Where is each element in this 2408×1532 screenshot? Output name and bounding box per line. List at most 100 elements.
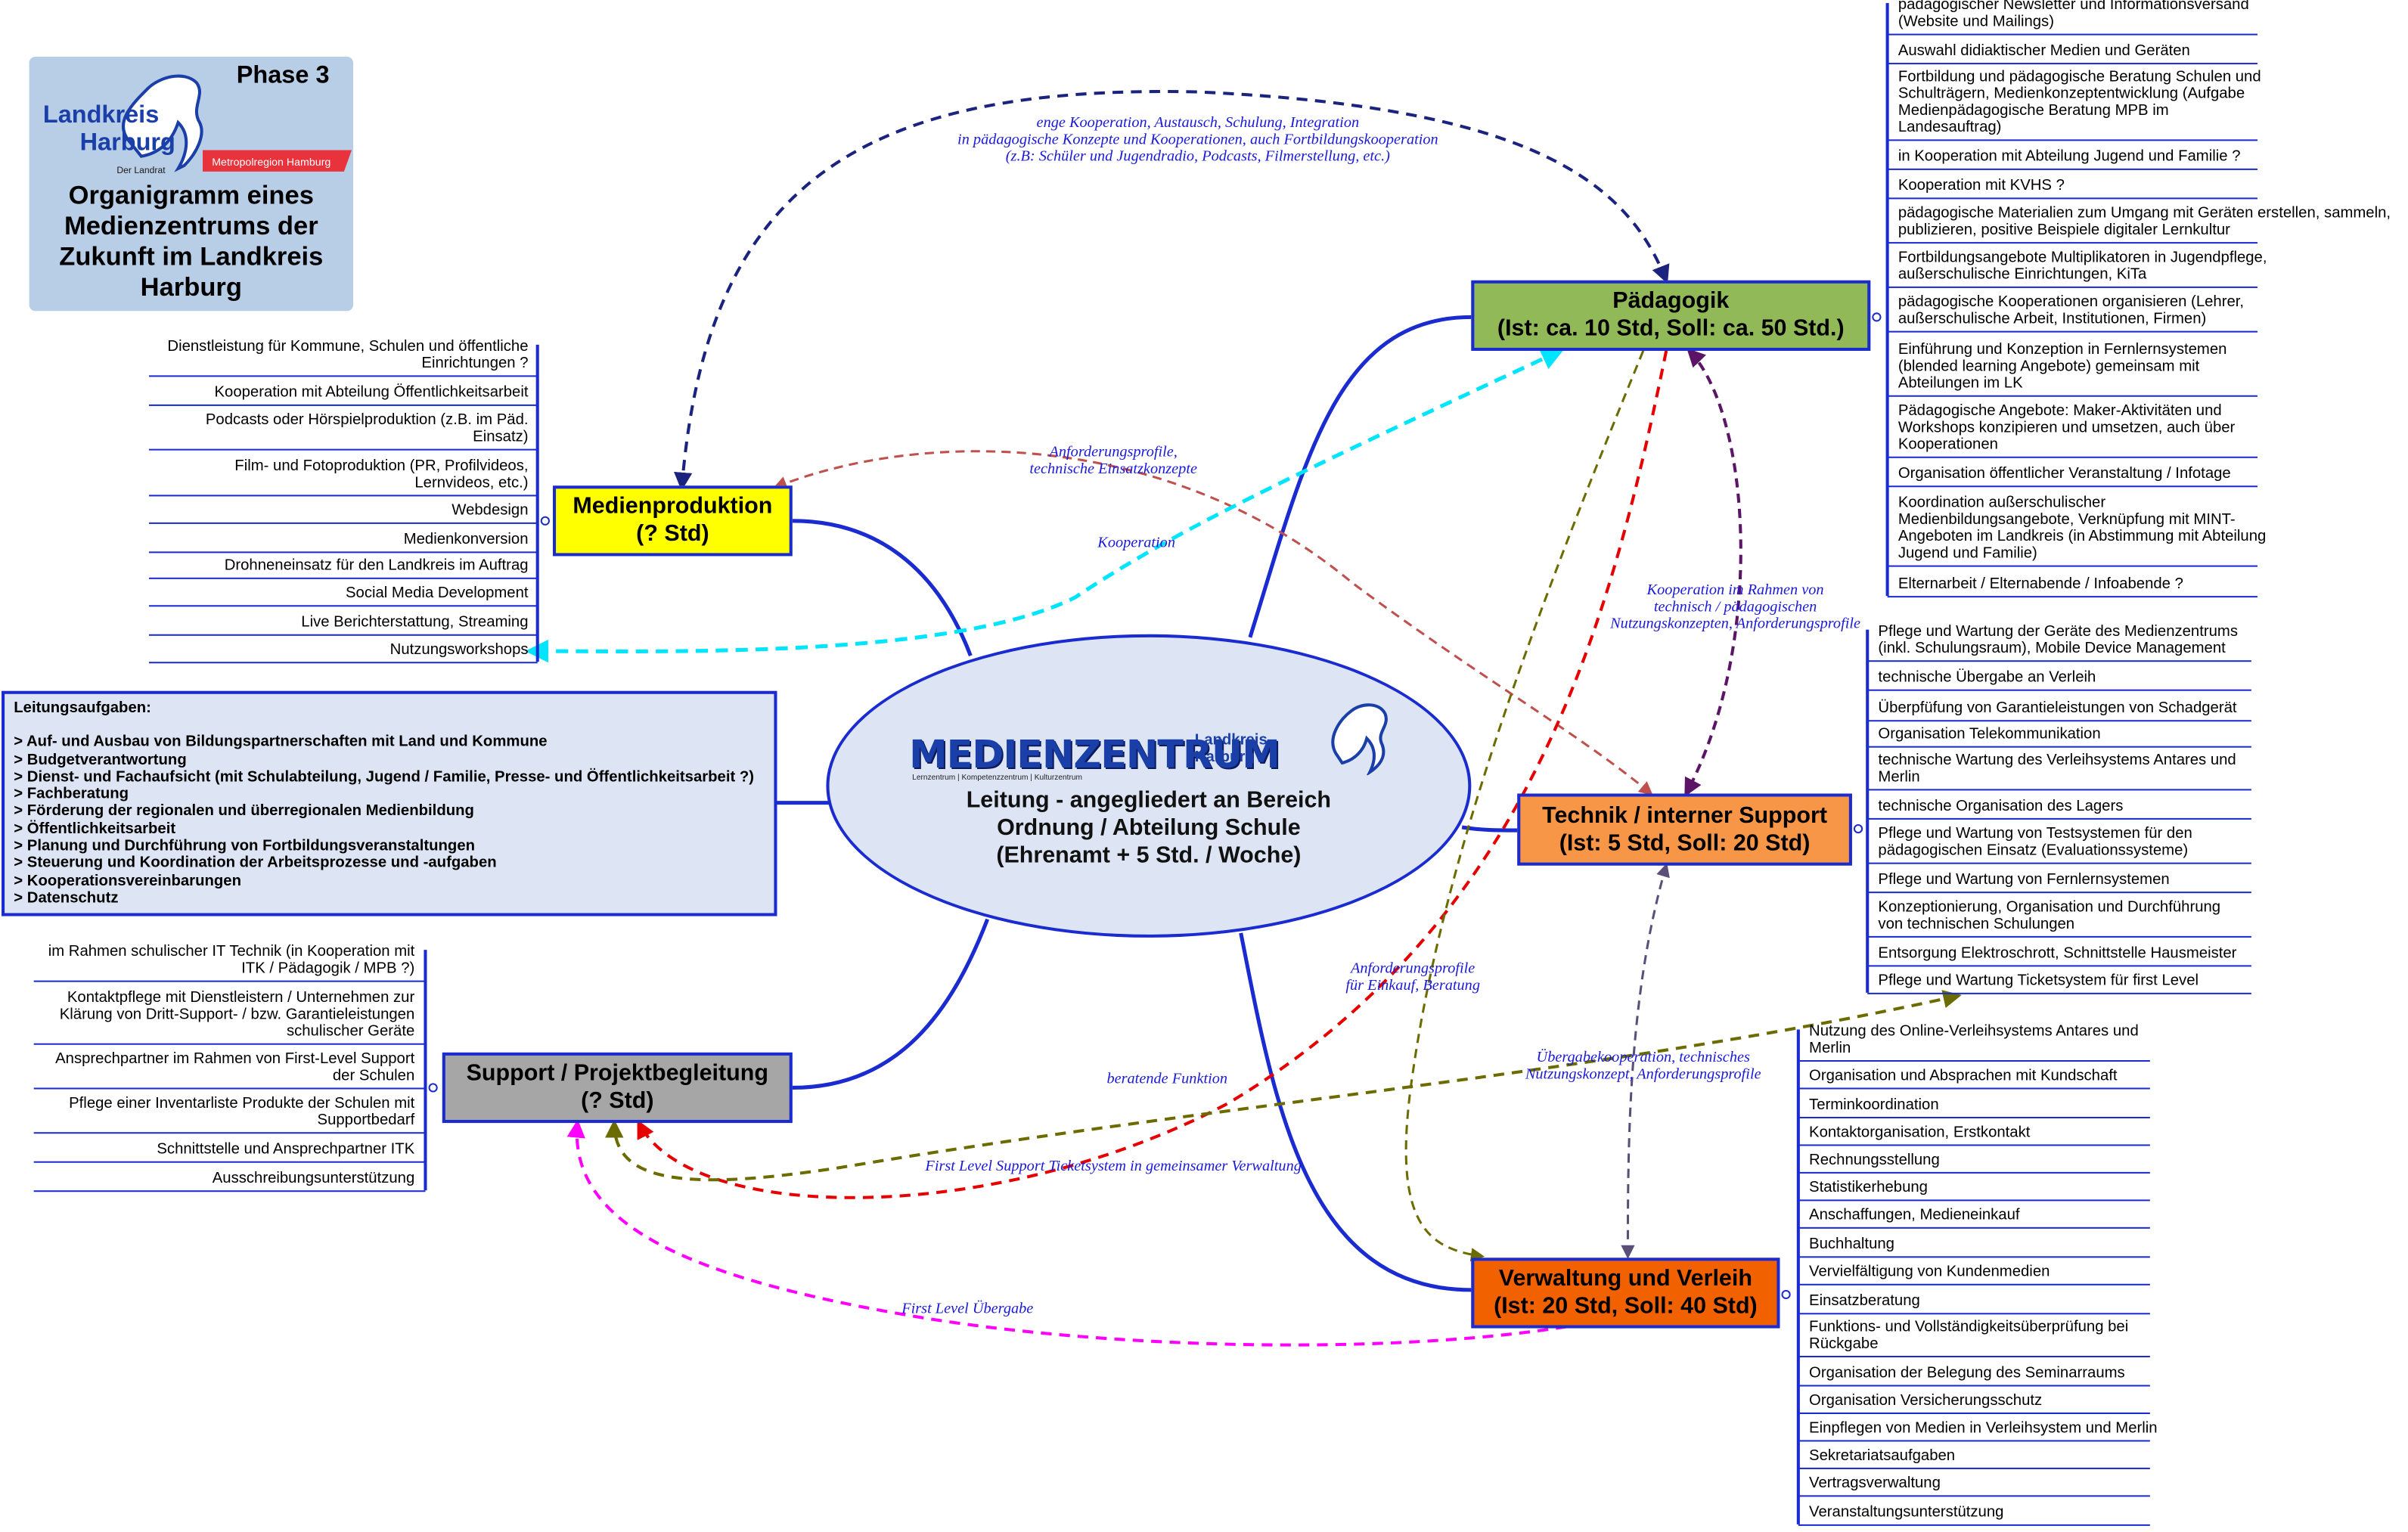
verwaltung-task-item[interactable]: Rechnungsstellung — [1809, 1152, 1940, 1169]
support-task-item[interactable]: Schnittstelle und Ansprechpartner ITK — [157, 1141, 414, 1158]
branch-technik — [1461, 825, 1518, 833]
landkreis-logo: Landkreis Harburg Der Landrat Metropolre… — [43, 74, 352, 175]
paedagogik-task-item[interactable]: Fortbildungsangebote Multiplikatoren in … — [1898, 250, 2267, 284]
verwaltung-task-item[interactable]: Anschaffungen, Medieneinkauf — [1809, 1207, 2019, 1223]
task-underline — [33, 1190, 426, 1192]
technik-task-item[interactable]: Pflege und Wartung von Testsystemen für … — [1878, 826, 2192, 860]
support-task-text: Klärung von Dritt-Support- / bzw. Garant… — [59, 1006, 415, 1024]
task-underline — [148, 577, 538, 579]
technik-task-text: technische Organisation des Lagers — [1878, 798, 2124, 815]
paedagogik-task-item[interactable]: Fortbildung und pädagogische Beratung Sc… — [1898, 69, 2261, 136]
edge-label-beratende: beratende Funktion — [1106, 1071, 1228, 1088]
verwaltung-task-item[interactable]: Funktions- und Vollständigkeitsüberprüfu… — [1809, 1319, 2128, 1353]
verwaltung-task-text: Vertragsverwaltung — [1809, 1475, 1941, 1493]
leitung-item: > Budgetverantwortung — [14, 751, 187, 769]
verwaltung-task-item[interactable]: Nutzung des Online-Verleihsystems Antare… — [1809, 1023, 2139, 1057]
verwaltung-task-text: Vervielfältigung von Kundenmedien — [1809, 1264, 2050, 1281]
technik-task-item[interactable]: technische Übergabe an Verleih — [1878, 669, 2096, 686]
verwaltung-task-text: Organisation der Belegung des Seminarrau… — [1809, 1365, 2125, 1382]
verwaltung-task-item[interactable]: Statistikerhebung — [1809, 1180, 1928, 1196]
verwaltung-task-item[interactable]: Sekretariatsaufgaben — [1809, 1448, 1955, 1465]
verwaltung-task-item[interactable]: Organisation der Belegung des Seminarrau… — [1809, 1365, 2125, 1382]
task-underline — [148, 495, 538, 497]
verwaltung-task-item[interactable]: Veranstaltungsunterstützung — [1809, 1505, 2003, 1521]
paedagogik-task-text: Fortbildungsangebote Multiplikatoren in … — [1898, 250, 2267, 267]
support-task-item[interactable]: im Rahmen schulischer IT Technik (in Koo… — [48, 944, 415, 978]
verwaltung-task-item[interactable]: Einsatzberatung — [1809, 1293, 1920, 1310]
verwaltung-task-text: Statistikerhebung — [1809, 1180, 1928, 1197]
medienproduktion-task-item[interactable]: Medienkonversion — [404, 532, 529, 548]
technik-task-item[interactable]: Überpfüfung von Garantieleistungen von S… — [1878, 700, 2236, 717]
task-underline — [1867, 789, 2251, 791]
medienproduktion-task-item[interactable]: Podcasts oder Hörspielproduktion (z.B. i… — [206, 412, 529, 446]
medienproduktion-task-item[interactable]: Film- und Fotoproduktion (PR, Profilvide… — [234, 458, 528, 492]
technik-task-item[interactable]: Konzeptionierung, Organisation und Durch… — [1878, 899, 2220, 933]
central-title: Leitung - angegliedert an Bereich Ordnun… — [966, 787, 1332, 869]
verwaltung-task-item[interactable]: Terminkoordination — [1809, 1097, 1939, 1114]
technik-task-text: Merlin — [1878, 769, 1920, 786]
task-underline — [1798, 1116, 2150, 1118]
technik-task-text: von technischen Schulungen — [1878, 916, 2075, 933]
branch-support — [792, 918, 990, 1090]
medienproduktion-task-item[interactable]: Kooperation mit Abteilung Öffentlichkeit… — [214, 385, 528, 402]
node-verwaltung[interactable]: Verwaltung und Verleih(Ist: 20 Std, Soll… — [1471, 1258, 1780, 1329]
leitung-item: > Datenschutz — [14, 890, 119, 907]
paedagogik-task-item[interactable]: Auswahl didiaktischer Medien und Geräten — [1898, 43, 2190, 60]
medienproduktion-task-item[interactable]: Nutzungsworkshops — [390, 642, 529, 659]
technik-task-item[interactable]: Pflege und Wartung von Fernlernsystemen — [1878, 872, 2169, 888]
technik-task-item[interactable]: Organisation Telekommunikation — [1878, 726, 2100, 743]
verwaltung-task-item[interactable]: Kontaktorganisation, Erstkontakt — [1809, 1124, 2030, 1141]
paedagogik-task-item[interactable]: pädagogischer Newsletter und Information… — [1898, 0, 2249, 31]
leitungsaufgaben-box[interactable]: Leitungsaufgaben: > Auf- und Ausbau von … — [2, 690, 777, 916]
leitung-item: > Planung und Durchführung von Fortbildu… — [14, 838, 476, 855]
task-underline — [1798, 1087, 2150, 1090]
rel-paedagogik-verwaltung-olive — [1404, 350, 1645, 1262]
paedagogik-task-item[interactable]: Kooperation mit KVHS ? — [1898, 178, 2065, 194]
node-technik[interactable]: Technik / interner Support(Ist: 5 Std, S… — [1517, 793, 1852, 866]
node-medienproduktion[interactable]: Medienproduktion(? Std) — [553, 485, 793, 557]
technik-task-item[interactable]: technische Wartung des Verleihsystems An… — [1878, 752, 2236, 786]
technik-task-text: Pflege und Wartung der Geräte des Medien… — [1878, 623, 2238, 640]
medienproduktion-task-item[interactable]: Live Berichterstattung, Streaming — [301, 614, 528, 631]
verwaltung-task-item[interactable]: Organisation und Absprachen mit Kundscha… — [1809, 1068, 2118, 1084]
medienproduktion-task-text: Live Berichterstattung, Streaming — [301, 614, 529, 631]
technik-task-item[interactable]: Pflege und Wartung Ticketsystem für firs… — [1878, 973, 2199, 990]
medienproduktion-task-text: Nutzungsworkshops — [389, 641, 529, 659]
support-task-item[interactable]: Ausschreibungsunterstützung — [213, 1171, 415, 1187]
node-support[interactable]: Support / Projektbegleitung(? Std) — [442, 1052, 793, 1124]
verwaltung-task-item[interactable]: Vervielfältigung von Kundenmedien — [1809, 1264, 2050, 1280]
medienproduktion-task-item[interactable]: Social Media Development — [346, 585, 529, 602]
verwaltung-task-item[interactable]: Organisation Versicherungsschutz — [1809, 1393, 2042, 1410]
task-underline — [148, 522, 538, 524]
paedagogik-task-item[interactable]: Pädagogische Angebote: Maker-Aktivitäten… — [1898, 403, 2235, 454]
technik-task-item[interactable]: Pflege und Wartung der Geräte des Medien… — [1878, 624, 2238, 658]
support-task-item[interactable]: Kontaktpflege mit Dienstleistern / Unter… — [60, 990, 415, 1040]
central-node-leitung[interactable]: MEDIENZENTRUM Lernzentrum | Kompetenzzen… — [826, 634, 1472, 938]
medienproduktion-task-item[interactable]: Dienstleistung für Kommune, Schulen und … — [167, 339, 528, 373]
paedagogik-task-item[interactable]: Einführung und Konzeption in Fernlernsys… — [1898, 342, 2227, 392]
task-underline — [148, 404, 538, 406]
technik-task-item[interactable]: technische Organisation des Lagers — [1878, 799, 2123, 815]
support-task-item[interactable]: Ansprechpartner im Rahmen von First-Leve… — [55, 1051, 414, 1085]
support-task-item[interactable]: Pflege einer Inventarliste Produkte der … — [69, 1096, 414, 1130]
verwaltung-task-item[interactable]: Vertragsverwaltung — [1809, 1475, 1941, 1492]
paedagogik-task-item[interactable]: Elternarbeit / Elternabende / Infoabende… — [1898, 576, 2183, 593]
paedagogik-task-bracket — [1885, 3, 1889, 597]
paedagogik-task-item[interactable]: pädagogische Kooperationen organisieren … — [1898, 294, 2244, 328]
paedagogik-task-item[interactable]: pädagogische Materialien zum Umgang mit … — [1898, 205, 2391, 239]
medienproduktion-task-item[interactable]: Drohneneinsatz für den Landkreis im Auft… — [225, 557, 529, 574]
paedagogik-task-item[interactable]: in Kooperation mit Abteilung Jugend und … — [1898, 149, 2241, 166]
verwaltung-task-item[interactable]: Einpflegen von Medien in Verleihsystem u… — [1809, 1420, 2158, 1437]
node-paedagogik[interactable]: Pädagogik(Ist: ca. 10 Std, Soll: ca. 50 … — [1471, 280, 1871, 351]
technik-task-item[interactable]: Entsorgung Elektroschrott, Schnittstelle… — [1878, 945, 2236, 962]
technik-task-text: (inkl. Schulungsraum), Mobile Device Man… — [1878, 640, 2226, 658]
task-underline — [1798, 1412, 2150, 1414]
verwaltung-task-text: Funktions- und Vollständigkeitsüberprüfu… — [1809, 1319, 2129, 1336]
paedagogik-task-item[interactable]: Organisation öffentlicher Veranstaltung … — [1898, 466, 2231, 482]
medienproduktion-task-item[interactable]: Webdesign — [452, 503, 528, 519]
verwaltung-task-item[interactable]: Buchhaltung — [1809, 1236, 1894, 1253]
medienproduktion-task-text: Social Media Development — [345, 585, 529, 603]
task-underline — [1798, 1440, 2150, 1442]
